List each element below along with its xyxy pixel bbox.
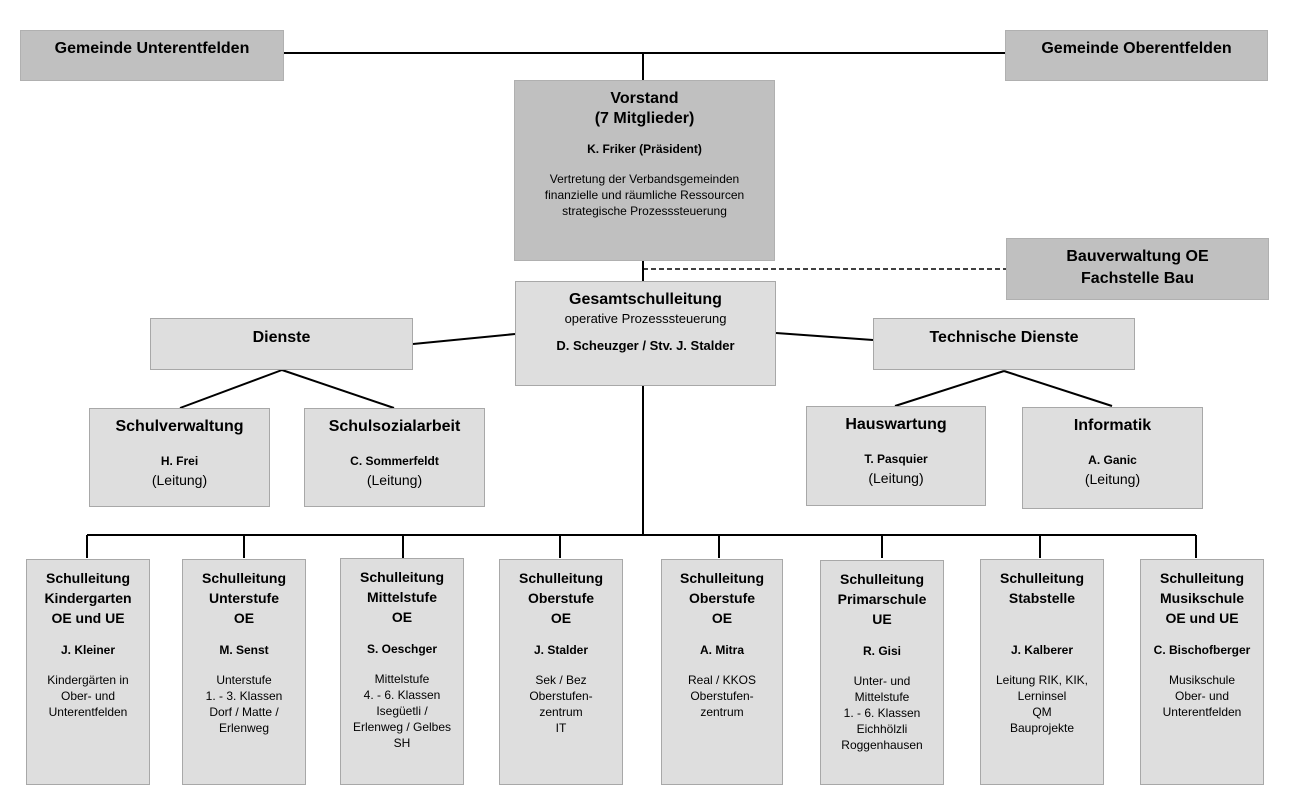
overall-management-box: Gesamtschulleitung operative Prozesssteu… (515, 281, 776, 386)
overall-to-tech-link (775, 332, 874, 341)
school-box-primarschule: Schulleitung Primarschule UE R. Gisi Unt… (820, 560, 944, 785)
construction-box: Bauverwaltung OE Fachstelle Bau (1006, 238, 1269, 300)
board-duty: Vertretung der Verbandsgemeinden (549, 172, 740, 186)
it-box: Informatik A. Ganic (Leitung) (1022, 407, 1203, 509)
board-members: (7 Mitglieder) (594, 110, 695, 127)
school-admin-box: Schulverwaltung H. Frei (Leitung) (89, 408, 270, 507)
services-box: Dienste (150, 318, 413, 370)
school-box-unterstufe: Schulleitung Unterstufe OE M. Senst Unte… (182, 559, 306, 785)
board-box: Vorstand (7 Mitglieder) K. Friker (Präsi… (514, 80, 775, 261)
municipality-unterentfelden: Gemeinde Unterentfelden (20, 30, 284, 81)
tech-to-it-link (1003, 370, 1113, 407)
tech-services-box: Technische Dienste (873, 318, 1135, 370)
overall-names: D. Scheuzger / Stv. J. Stalder (556, 338, 735, 353)
services-to-social-link (281, 369, 395, 409)
overall-subtitle: operative Prozesssteuerung (564, 311, 727, 326)
overall-to-services-link (412, 333, 516, 345)
tech-to-maintenance-link (894, 370, 1005, 407)
social-work-box: Schulsozialarbeit C. Sommerfeldt (Leitun… (304, 408, 485, 507)
school-box-stabstelle: Schulleitung Stabstelle J. Kalberer Leit… (980, 559, 1104, 785)
board-duty: strategische Prozesssteuerung (562, 204, 727, 218)
school-box-oberstufe-mitra: Schulleitung Oberstufe OE A. Mitra Real … (661, 559, 783, 785)
school-box-musikschule: Schulleitung Musikschule OE und UE C. Bi… (1140, 559, 1264, 785)
school-box-kindergarten: Schulleitung Kindergarten OE und UE J. K… (26, 559, 150, 785)
school-box-mittelstufe: Schulleitung Mittelstufe OE S. Oeschger … (340, 558, 464, 785)
board-title: Vorstand (610, 90, 679, 107)
municipality-oberentfelden: Gemeinde Oberentfelden (1005, 30, 1268, 81)
services-to-admin-link (179, 369, 283, 409)
maintenance-box: Hauswartung T. Pasquier (Leitung) (806, 406, 986, 506)
school-box-oberstufe-stalder: Schulleitung Oberstufe OE J. Stalder Sek… (499, 559, 623, 785)
overall-title: Gesamtschulleitung (569, 291, 722, 308)
board-president: K. Friker (Präsident) (587, 142, 702, 156)
board-duty: finanzielle und räumliche Ressourcen (544, 188, 745, 202)
